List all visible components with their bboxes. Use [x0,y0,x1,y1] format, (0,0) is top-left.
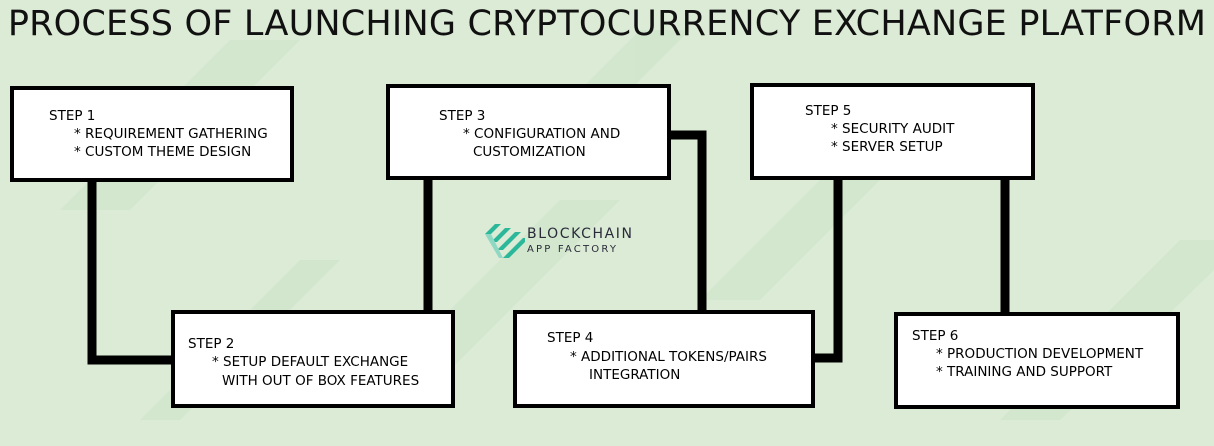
step-1-label: STEP 1 [49,108,96,124]
step-1-box: STEP 1 * REQUIREMENT GATHERING * CUSTOM … [10,86,294,182]
step-4-box: STEP 4 * ADDITIONAL TOKENS/PAIRS INTEGRA… [513,310,815,408]
step-6-item-2: * TRAINING AND SUPPORT [936,364,1113,380]
step-3-box: STEP 3 * CONFIGURATION AND CUSTOMIZATION [386,84,671,180]
step-1-item-1: * REQUIREMENT GATHERING [74,126,268,142]
step-5-box: STEP 5 * SECURITY AUDIT * SERVER SETUP [750,83,1035,180]
step-4-item-2: INTEGRATION [589,367,681,383]
company-logo: BLOCKCHAIN APP FACTORY [485,222,685,262]
connector-step3-step4 [668,130,707,314]
step-6-box: STEP 6 * PRODUCTION DEVELOPMENT * TRAINI… [894,312,1180,409]
step-2-label: STEP 2 [188,336,235,352]
step-6-item-1: * PRODUCTION DEVELOPMENT [936,346,1144,362]
step-4-item-1: * ADDITIONAL TOKENS/PAIRS [570,349,767,365]
logo-mark-icon [485,224,525,258]
step-6-label: STEP 6 [912,328,959,344]
connector-step1-step2 [87,180,176,365]
step-3-item-1: * CONFIGURATION AND [463,126,621,142]
connector-step5-step4 [810,177,843,363]
step-4-label: STEP 4 [547,330,594,346]
step-1-item-2: * CUSTOM THEME DESIGN [74,144,252,160]
step-5-label: STEP 5 [805,103,852,119]
page-title: PROCESS OF LAUNCHING CRYPTOCURRENCY EXCH… [7,4,1207,44]
step-3-item-2: CUSTOMIZATION [473,144,586,160]
step-2-item-2: WITH OUT OF BOX FEATURES [222,373,420,389]
step-5-item-1: * SECURITY AUDIT [831,121,955,137]
step-5-item-2: * SERVER SETUP [831,139,943,155]
step-3-label: STEP 3 [439,108,486,124]
logo-name: BLOCKCHAIN [527,226,634,242]
step-2-box: STEP 2 * SETUP DEFAULT EXCHANGE WITH OUT… [171,310,455,408]
logo-subtitle: APP FACTORY [527,244,619,255]
step-2-item-1: * SETUP DEFAULT EXCHANGE [212,354,409,370]
